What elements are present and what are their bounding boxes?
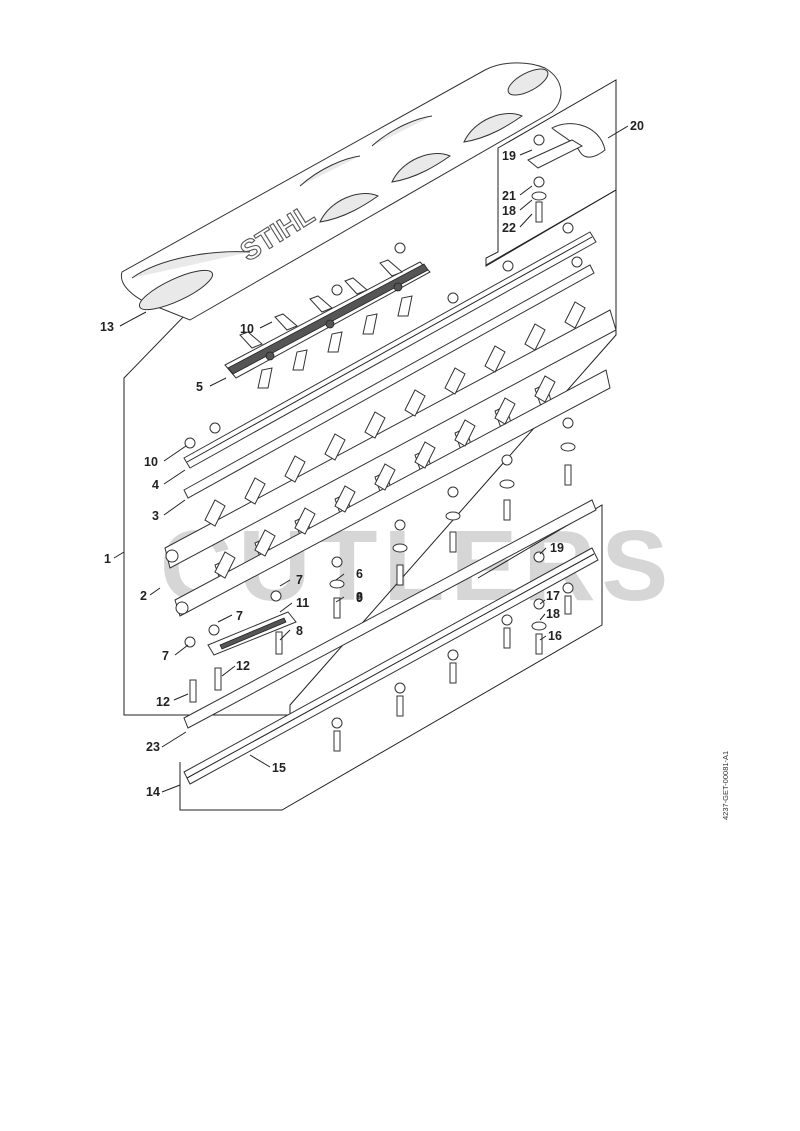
callout-11: 11 [296, 596, 309, 610]
callout-3: 3 [152, 509, 159, 523]
callout-8: 8 [296, 624, 303, 638]
callouts: 13 10 5 10 4 3 1 2 6 9 7 11 8 8 7 7 12 1… [100, 119, 644, 799]
frame-group-20 [485, 79, 617, 267]
part-4-top-bar [183, 231, 597, 469]
callout-19: 19 [550, 541, 564, 555]
callout-7: 7 [162, 649, 169, 663]
callout-18: 18 [546, 607, 560, 621]
frame-group-1 [123, 179, 617, 716]
callout-1: 1 [104, 552, 111, 566]
callout-6: 6 [356, 567, 363, 581]
callout-15: 15 [272, 761, 286, 775]
callout-4: 4 [152, 478, 159, 492]
part-13-blade-cover: STIHL [120, 62, 562, 321]
callout-8: 8 [356, 590, 363, 604]
leader-lines [113, 125, 629, 793]
callout-5: 5 [196, 380, 203, 394]
callout-7: 7 [236, 609, 243, 623]
part-3-plate [183, 264, 595, 499]
part-11-slot-plate [207, 611, 297, 656]
callout-9: 9 [356, 591, 363, 605]
callout-13: 13 [100, 320, 114, 334]
document-id: 4237-GET-00081-A1 [721, 751, 730, 820]
callout-2: 2 [140, 589, 147, 603]
callout-18: 18 [502, 204, 516, 218]
part-20-small-cover [527, 123, 606, 169]
part-14-bottom-bar [183, 547, 599, 785]
callout-12: 12 [236, 659, 250, 673]
callout-21: 21 [502, 189, 516, 203]
callout-23: 23 [146, 740, 160, 754]
callout-14: 14 [146, 785, 160, 799]
part-23-lower-bar [183, 499, 597, 729]
callout-20: 20 [630, 119, 644, 133]
part-5-comb [224, 259, 431, 389]
part-2-lower-blade [174, 369, 611, 617]
callout-10: 10 [144, 455, 158, 469]
callout-10: 10 [240, 322, 254, 336]
callout-12: 12 [156, 695, 170, 709]
callout-22: 22 [502, 221, 516, 235]
callout-17: 17 [546, 589, 560, 603]
callout-7: 7 [296, 573, 303, 587]
callout-19: 19 [502, 149, 516, 163]
fasteners [184, 134, 583, 752]
callout-16: 16 [548, 629, 562, 643]
